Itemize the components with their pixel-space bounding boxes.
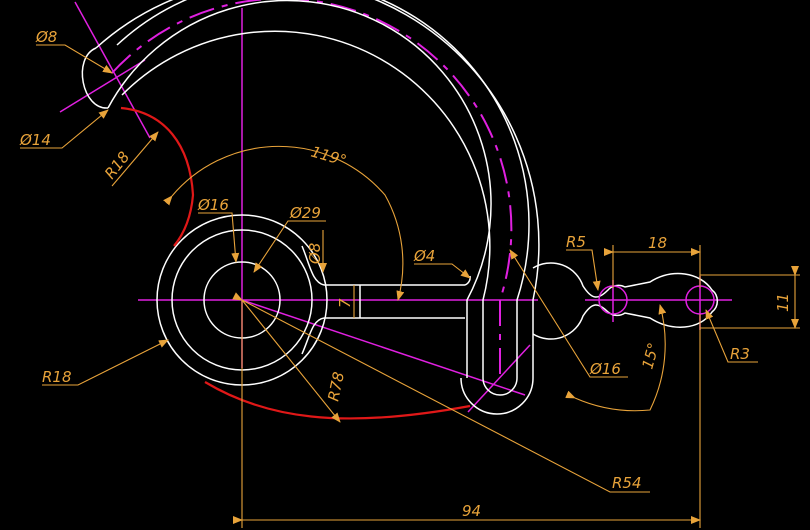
dim-text-dia16-right: Ø16 <box>589 360 621 378</box>
dim-text-dia29: Ø29 <box>289 204 321 222</box>
dim-text-eleven: 11 <box>774 293 792 312</box>
dimensions: Ø8 Ø14 R18 119° Ø16 Ø29 Ø8 7 Ø4 R5 18 <box>19 28 800 528</box>
dim-leader-r18-lower <box>42 339 169 386</box>
dim-leader-dia8-top <box>36 44 113 74</box>
slot-outer-arc-2 <box>116 0 530 378</box>
diagonal-centerline-top <box>74 1 151 139</box>
dim-text-angle-15: 15° <box>638 341 662 371</box>
dim-text-r18-lower: R18 <box>42 368 72 386</box>
diagonal-centerline-short <box>59 59 146 113</box>
dim-leader-r78 <box>241 299 341 423</box>
dim-text-angle-119: 119° <box>309 143 349 170</box>
dim-leader-r54 <box>232 292 650 493</box>
diagonal-centerline-lower <box>241 299 526 396</box>
dim-leader-dia14 <box>20 109 109 149</box>
r18-upper-red-arc <box>120 106 195 247</box>
slot-end-cap <box>482 377 518 396</box>
right-lug-outline <box>532 262 719 340</box>
dim-text-r54: R54 <box>612 474 642 492</box>
dim-leader-r3 <box>705 309 758 363</box>
dim-leader-dia4 <box>414 263 471 279</box>
slot-centerline-arc <box>111 0 513 378</box>
dim-leader-r18-upper <box>111 131 159 187</box>
diagonal-centerline-bottom <box>467 344 531 413</box>
r78-bottom-red-arc <box>204 381 471 420</box>
dim-text-dia16-left: Ø16 <box>197 196 229 214</box>
dim-leader-r5 <box>566 249 601 291</box>
dim-text-dia8-vertical: Ø8 <box>306 243 324 265</box>
dim-text-eighteen: 18 <box>648 234 667 252</box>
dim-leader-dia29 <box>253 220 326 273</box>
slot-outer-arc <box>95 0 540 415</box>
slot-inner-arc <box>121 30 491 378</box>
dim-text-r78: R78 <box>324 370 348 403</box>
part-geometry <box>81 0 719 415</box>
dim-arc-119 <box>163 145 405 301</box>
dim-text-dia8-top: Ø8 <box>35 28 57 46</box>
dim-leader-dia16-left <box>198 212 240 263</box>
dim-text-r5: R5 <box>566 233 586 251</box>
centerlines <box>59 0 732 413</box>
slot-top-end <box>81 47 109 109</box>
dim-text-r18-upper: R18 <box>101 148 133 182</box>
dim-arc-15 <box>565 304 667 412</box>
dim-text-dia4: Ø4 <box>413 247 435 265</box>
dim-text-r3: R3 <box>730 345 750 363</box>
dim-text-dia14: Ø14 <box>19 131 51 149</box>
dim-text-ninety-four: 94 <box>462 502 481 520</box>
slot-inner-arc-2 <box>107 0 492 378</box>
dim-text-seven: 7 <box>336 298 354 308</box>
spoke-bottom-fillet <box>301 317 325 355</box>
